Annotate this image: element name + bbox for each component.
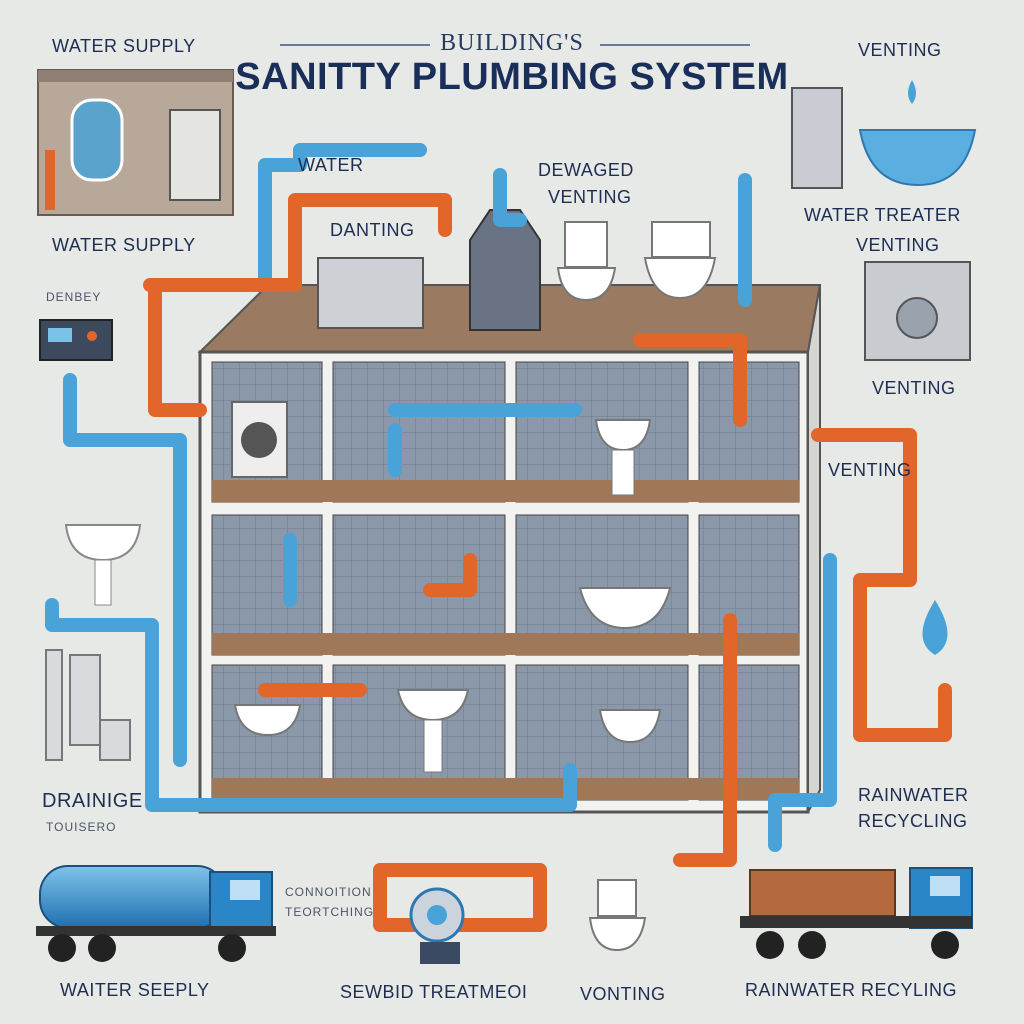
label-drainage-sub: TOUISERO — [46, 820, 117, 834]
water-supply-pipes — [45, 143, 837, 852]
label-water-seeply: WAITER SEEPLY — [60, 980, 210, 1000]
label-connection-sub: TEORTCHING — [285, 905, 375, 919]
label-venting-top-right: VENTING — [858, 40, 942, 60]
tanker-truck-illustration — [36, 865, 276, 962]
label-dewaged: DEWAGED — [538, 160, 634, 180]
water-drop-icon — [922, 600, 948, 655]
label-water-supply-top: WATER SUPPLY — [52, 36, 196, 56]
label-drainage: DRAINIGE — [42, 790, 143, 812]
label-venting-center: VENTING — [548, 187, 632, 207]
drain-fittings-illustration — [45, 649, 131, 761]
water-supply-house-illustration — [37, 69, 234, 216]
toilet-illustration-bottom — [588, 879, 647, 952]
label-water-supply-left: WATER SUPPLY — [52, 235, 196, 255]
roof-fixtures — [317, 209, 717, 331]
diagram-supertitle: BUILDING'S — [440, 30, 584, 56]
label-rainwater-recycling-right: RAINWATER RECYCLING — [858, 785, 969, 831]
label-denbey: DENBEY — [46, 290, 102, 304]
label-venting-right-2: VENTING — [872, 378, 956, 398]
building-fixtures — [231, 401, 672, 773]
sink-illustration-left — [64, 524, 142, 606]
label-danting: DANTING — [330, 220, 415, 240]
building-cross-section — [197, 284, 822, 814]
title-rule-right — [600, 44, 750, 46]
label-rainwater-recycling-bottom: RAINWATER RECYLING — [745, 980, 958, 1000]
label-connection: CONNOITION — [285, 885, 372, 899]
title-rule-left — [280, 44, 430, 46]
flatbed-truck-illustration — [740, 867, 973, 959]
drain-pipes — [143, 193, 952, 932]
label-water-treater: WATER TREATER — [804, 205, 961, 225]
label-venting-bottom: VONTING — [580, 984, 666, 1004]
water-heater-illustration — [864, 261, 971, 361]
label-venting-right-3: VENTING — [828, 460, 912, 480]
label-sewage-treatment: SEWBID TREATMEOI — [340, 982, 528, 1002]
sewage-treatment-illustration — [409, 887, 465, 964]
water-treater-illustration — [791, 80, 977, 189]
diagram-title: SANITTY PLUMBING SYSTEM — [235, 56, 789, 98]
label-venting-right-1: VENTING — [856, 235, 940, 255]
label-water-center: WATER — [298, 155, 364, 175]
control-panel-illustration — [39, 319, 113, 361]
